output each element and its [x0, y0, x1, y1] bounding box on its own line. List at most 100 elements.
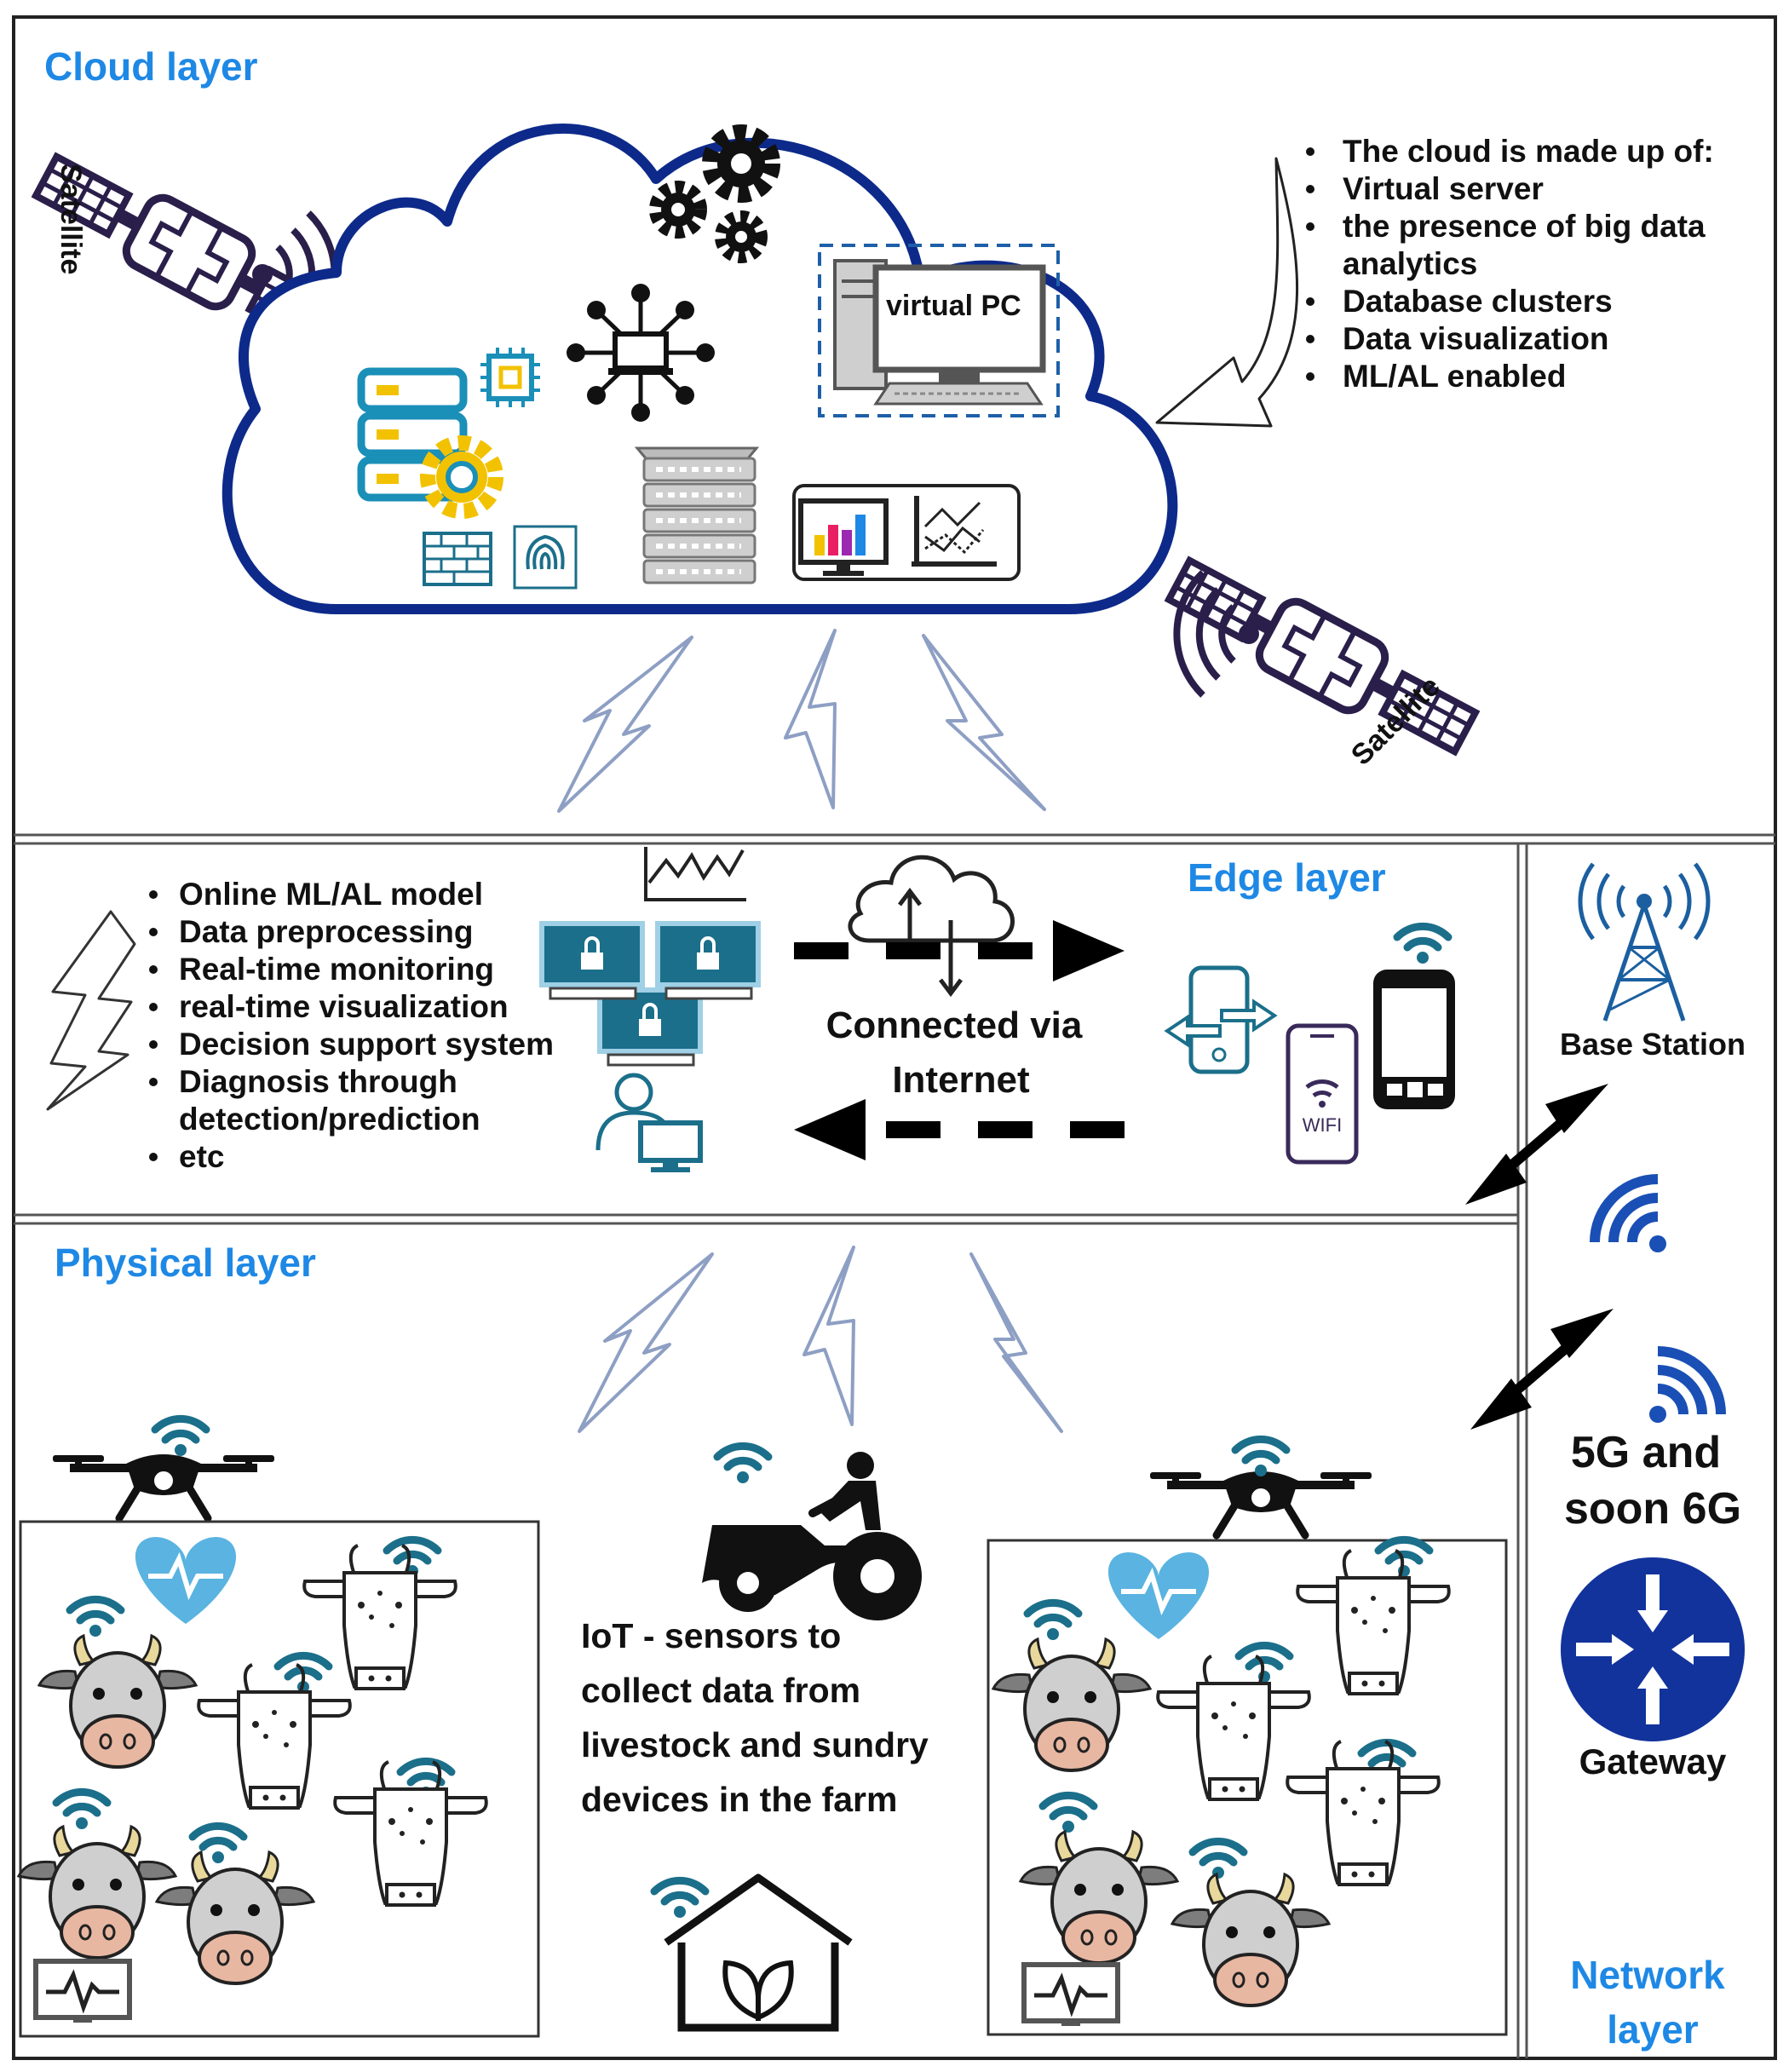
- edge-list-item: Diagnosis through: [179, 1064, 457, 1099]
- edge-list-item: Online ML/AL model: [179, 877, 483, 912]
- lightning-outline-icon: [46, 910, 136, 1111]
- physical-layer-title: Physical layer: [55, 1240, 316, 1285]
- satellite-signal-icon: [1173, 570, 1259, 698]
- gateway-router-icon: [1561, 1557, 1745, 1741]
- user-computer-icon: [595, 1073, 703, 1172]
- iot-text-line: livestock and sundry: [581, 1725, 929, 1764]
- wifi-icon: [1397, 926, 1448, 964]
- virtual-pc-icon: [818, 244, 1060, 417]
- curved-arrow-to-cloud: [1155, 157, 1298, 428]
- drone-icon: [53, 1454, 274, 1518]
- edge-list-item: real-time visualization: [179, 989, 509, 1024]
- cloud-list-item: analytics: [1343, 246, 1477, 281]
- gears-icon: [649, 124, 780, 263]
- iot-text-line: IoT - sensors to: [581, 1616, 841, 1655]
- satellite-right: [1162, 547, 1483, 765]
- connection-label-line2: Internet: [892, 1059, 1030, 1101]
- cow-icon: [1019, 1830, 1179, 1965]
- wifi-icon: [1193, 1841, 1244, 1879]
- outer-frame: [12, 15, 1777, 2060]
- line-chart-icon: [912, 496, 997, 567]
- iot-text-line: devices in the farm: [581, 1780, 897, 1819]
- bidirectional-arrow-lower: [1470, 1309, 1614, 1430]
- lightning-edge-to-physical: [578, 1246, 1063, 1433]
- fiveg-label-line1: 5G and: [1571, 1428, 1721, 1477]
- network-hub-icon: [567, 284, 715, 422]
- farm-pen-left: [19, 1520, 540, 2038]
- cloud-list-item: Virtual server: [1343, 171, 1544, 206]
- wifi-icon: [70, 1599, 121, 1637]
- wifi-icon: [1043, 1795, 1094, 1833]
- cloud-list-item: the presence of big data: [1343, 209, 1706, 244]
- gear-icon: [420, 435, 503, 519]
- cow-icon: [197, 1663, 352, 1810]
- cow-icon: [17, 1825, 177, 1960]
- signal-icon-1: [1590, 1174, 1666, 1252]
- chip-icon: [480, 348, 540, 407]
- cloud-list-item: ML/AL enabled: [1343, 359, 1566, 394]
- cow-icon: [1296, 1549, 1451, 1695]
- signal-icon-2: [1649, 1346, 1726, 1423]
- wifi-icon: [56, 1792, 107, 1829]
- fiveg-label-line2: soon 6G: [1564, 1484, 1741, 1534]
- virtual-pc-label: virtual PC: [886, 290, 1021, 322]
- cloud-list-item: Database clusters: [1343, 284, 1613, 319]
- wifi-icon: [1027, 1603, 1079, 1640]
- pulse-monitor-icon: [36, 1961, 129, 2023]
- cow-icon: [37, 1634, 198, 1769]
- farm-pen-right: [987, 1539, 1508, 2036]
- analytics-panel: [792, 484, 1021, 581]
- edge-list-item: etc: [179, 1139, 224, 1174]
- bidirectional-arrow-upper: [1465, 1084, 1608, 1205]
- wifi-icon: [1239, 1645, 1290, 1683]
- phone-transfer-icon: [1164, 965, 1278, 1074]
- secure-monitors-icon: [539, 847, 761, 1067]
- wifi-icon: [1235, 1439, 1286, 1476]
- edge-physical-divider: [14, 1213, 1518, 1225]
- edge-list-item: detection/prediction: [179, 1102, 480, 1137]
- greenhouse-icon: [664, 1873, 853, 2032]
- connection-label-line1: Connected via: [826, 1004, 1083, 1046]
- tractor-icon: [702, 1452, 922, 1620]
- wifi-icon: [654, 1880, 705, 1918]
- wifi-icon: [155, 1419, 206, 1456]
- smartphone-icon: [1373, 970, 1455, 1109]
- cloud-feature-list: The cloud is made up of: Virtual server …: [1306, 134, 1714, 394]
- internet-cloud-icon: [848, 855, 1015, 998]
- wifi-phone-icon: [1286, 1023, 1359, 1165]
- edge-list-item: Data preprocessing: [179, 914, 473, 949]
- gateway-label: Gateway: [1579, 1741, 1727, 1781]
- network-column-divider: [1516, 843, 1528, 2058]
- base-station-label: Base Station: [1560, 1027, 1746, 1062]
- satellite-left-label: Satellite: [55, 164, 87, 274]
- cloud-list-item: Data visualization: [1343, 321, 1609, 356]
- iot-text-line: collect data from: [581, 1671, 860, 1710]
- upload-arrow: [794, 920, 1125, 981]
- drone-icon: [1150, 1471, 1372, 1535]
- edge-list-item: Decision support system: [179, 1027, 554, 1062]
- server-rack-icon: [634, 446, 760, 584]
- bar-chart-monitor-icon: [798, 498, 889, 576]
- cow-icon: [1171, 1873, 1331, 2007]
- heart-rate-icon: [1108, 1552, 1209, 1639]
- cow-icon: [155, 1850, 315, 1985]
- cow-icon: [992, 1637, 1152, 1772]
- wifi-icon: [1378, 1540, 1429, 1577]
- download-arrow: [794, 1099, 1125, 1160]
- cloud-list-item: The cloud is made up of:: [1343, 134, 1714, 169]
- network-layer-title-line1: Network: [1570, 1953, 1725, 1997]
- network-layer-title-line2: layer: [1607, 2007, 1699, 2052]
- wifi-icon: [717, 1446, 768, 1483]
- database-icon: [357, 367, 468, 502]
- edge-list-item: Real-time monitoring: [179, 952, 494, 987]
- fingerprint-icon: [513, 525, 578, 590]
- cloud-layer-title: Cloud layer: [44, 44, 258, 89]
- iot-description: IoT - sensors to collect data from lives…: [581, 1616, 929, 1819]
- lightning-cloud-to-edge: [557, 629, 1046, 813]
- edge-feature-list: Online ML/AL model Data preprocessing Re…: [149, 877, 554, 1174]
- cow-icon: [1286, 1740, 1441, 1886]
- pulse-monitor-icon: [1024, 1965, 1118, 2026]
- heart-rate-icon: [135, 1537, 236, 1624]
- wifi-label: WIFI: [1303, 1114, 1342, 1136]
- base-station-tower-icon: [1578, 862, 1711, 1022]
